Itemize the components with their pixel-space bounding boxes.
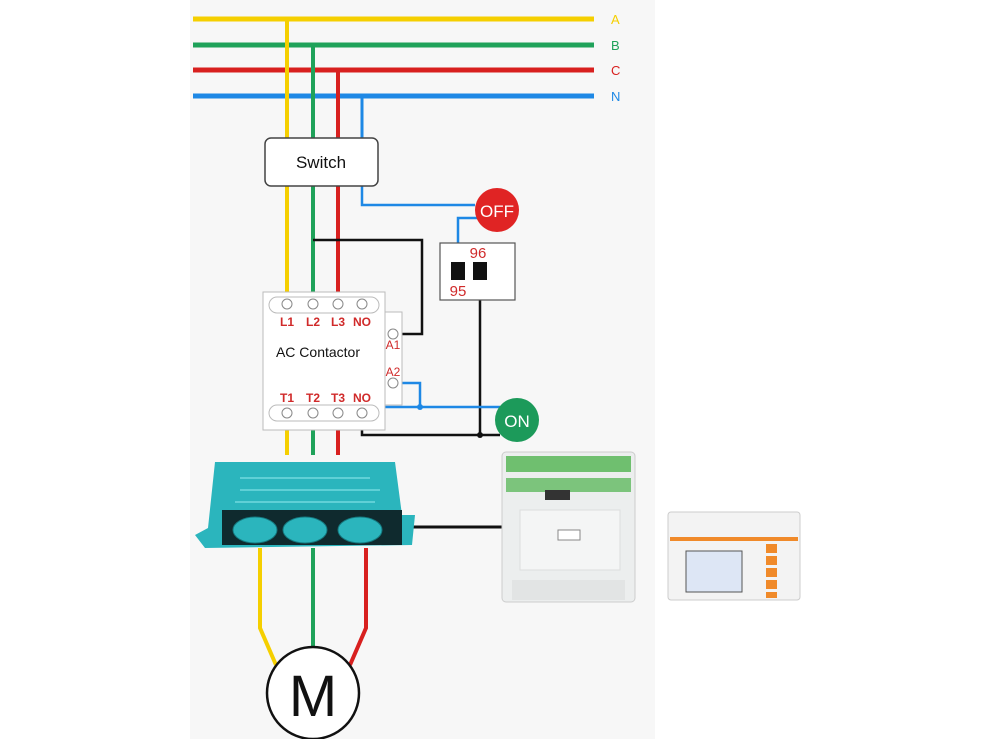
terminal-l1: L1 (280, 315, 294, 329)
terminal-a2: A2 (386, 365, 401, 379)
terminal-96-label: 96 (470, 245, 487, 262)
terminal-t1: T1 (280, 391, 294, 405)
terminal-l2: L2 (306, 315, 320, 329)
display-unit-image (667, 511, 801, 601)
bus-label-c: C (611, 63, 620, 78)
terminal-t2: T2 (306, 391, 320, 405)
ac-contactor (262, 291, 403, 431)
on-button[interactable] (495, 398, 539, 442)
terminal-95-block (451, 262, 465, 280)
switch-label: Switch (296, 153, 346, 172)
contactor-label: AC Contactor (276, 344, 360, 360)
on-label: ON (504, 412, 530, 431)
motor-protector-module-image (501, 451, 636, 603)
motor-symbol (265, 645, 361, 739)
off-label: OFF (480, 202, 514, 221)
off-button[interactable] (475, 188, 519, 232)
bus-lines (193, 16, 594, 99)
terminal-no-bottom: NO (353, 391, 371, 405)
motor-label: M (289, 664, 337, 729)
terminal-t3: T3 (331, 391, 345, 405)
terminal-96-block (473, 262, 487, 280)
terminal-l3: L3 (331, 315, 345, 329)
terminal-95-label: 95 (450, 283, 467, 300)
bus-label-n: N (611, 89, 620, 104)
bus-label-a: A (611, 12, 620, 27)
bus-label-b: B (611, 38, 620, 53)
terminal-a1: A1 (386, 338, 401, 352)
switch-box[interactable] (264, 137, 379, 187)
current-transformer-image (195, 462, 415, 548)
terminal-no-top: NO (353, 315, 371, 329)
